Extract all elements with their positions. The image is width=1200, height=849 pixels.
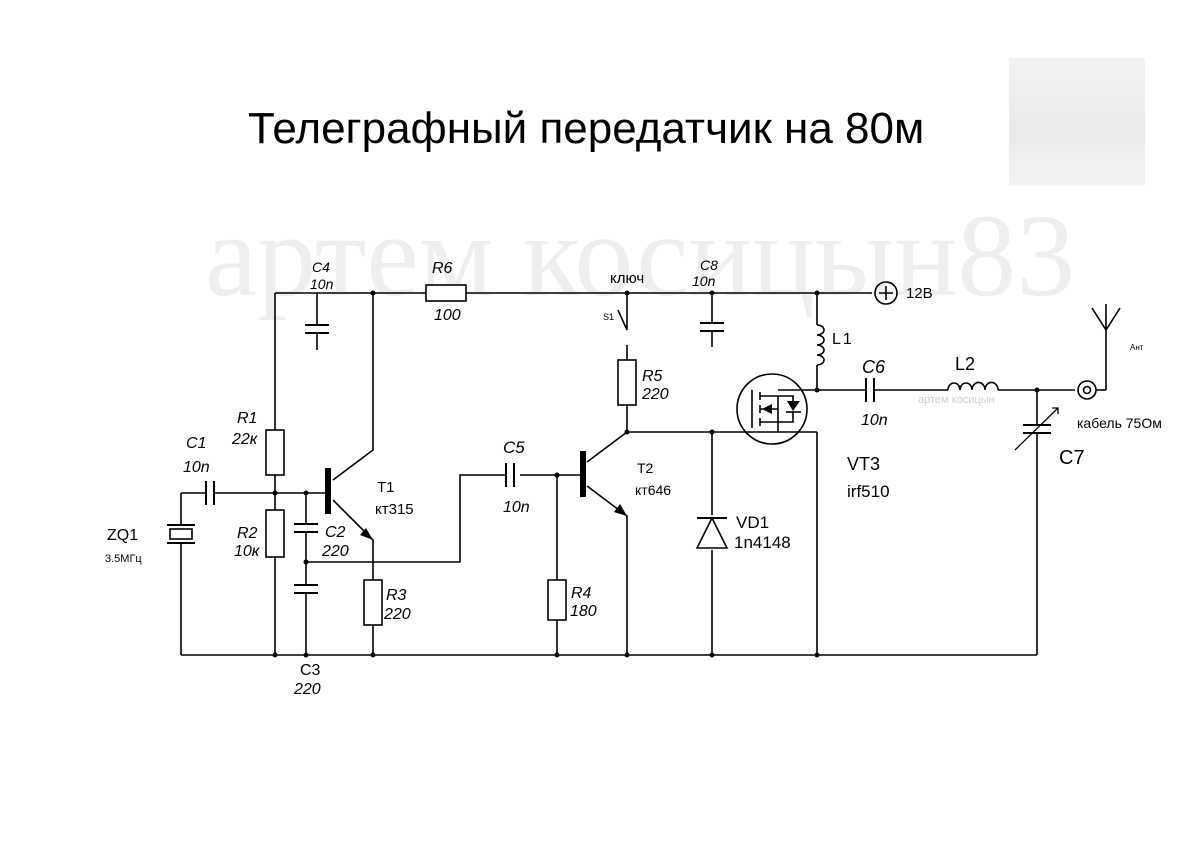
capacitor-c2: [294, 523, 318, 533]
resistor-r1: [265, 429, 285, 476]
label-r2-ref: R2: [237, 525, 258, 542]
label-c6-ref: C6: [862, 357, 886, 377]
antenna-icon: [1091, 304, 1121, 331]
label-c6-value: 10n: [861, 412, 888, 429]
label-r4-ref: R4: [571, 585, 592, 602]
resistor-r5: [617, 359, 637, 406]
label-t2-ref: T2: [637, 460, 654, 476]
label-power: 12В: [906, 285, 933, 302]
label-c1-value: 10n: [183, 459, 210, 476]
label-cable: кабель 75Ом: [1077, 415, 1162, 431]
label-c1-ref: C1: [186, 435, 206, 452]
transistor-t2: [580, 451, 627, 516]
inductor-l2: [947, 381, 999, 391]
label-r5-value: 220: [641, 386, 669, 403]
label-r4-value: 180: [570, 603, 597, 620]
label-c3-ref: C3: [300, 662, 321, 679]
label-r1-ref: R1: [237, 410, 257, 427]
label-r2-value: 10к: [234, 543, 261, 560]
capacitor-c1: [205, 481, 215, 505]
transistor-t1: [325, 468, 373, 540]
mosfet-vt3: [736, 373, 817, 445]
label-vt3-ref: VT3: [847, 454, 880, 474]
label-vd1-value: 1n4148: [734, 533, 791, 552]
label-c2-ref: C2: [325, 524, 346, 541]
label-zq1-ref: ZQ1: [107, 527, 138, 544]
diode-vd1: [695, 516, 729, 549]
resistor-r3: [363, 579, 383, 626]
resistor-r6: [425, 284, 467, 302]
label-c8-ref: C8: [700, 257, 718, 273]
label-r3-ref: R3: [386, 587, 407, 604]
label-t1-ref: T1: [377, 479, 395, 496]
capacitor-c6: [865, 378, 875, 402]
label-s1: S1: [603, 312, 614, 322]
label-c5-value: 10n: [503, 499, 530, 516]
label-c4-ref: C4: [312, 259, 330, 275]
label-r5-ref: R5: [642, 368, 663, 385]
label-r6-ref: R6: [432, 260, 453, 277]
label-vd1-ref: VD1: [736, 513, 769, 532]
capacitor-c8: [700, 322, 724, 332]
label-antenna: Ант: [1130, 343, 1144, 352]
junctions: [272, 290, 1040, 658]
label-r3-value: 220: [383, 606, 411, 623]
label-c4-value: 10n: [310, 276, 334, 292]
label-c7: C7: [1059, 447, 1085, 469]
label-c5-ref: C5: [503, 438, 525, 457]
watermark-small: артем косицын: [918, 394, 995, 406]
watermark: артем косицын83: [205, 190, 1076, 321]
capacitor-c4: [305, 324, 329, 334]
capacitor-c5: [505, 463, 515, 487]
inductor-l1: [816, 324, 825, 366]
capacitor-c7: [1014, 407, 1059, 451]
crystal-zq1: [167, 524, 195, 544]
label-r6-value: 100: [434, 307, 461, 324]
label-c2-value: 220: [321, 543, 349, 560]
label-l1: L1: [832, 331, 854, 348]
resistor-r2: [265, 509, 285, 558]
label-t2-value: кт646: [635, 482, 671, 498]
author-photo: [1009, 58, 1145, 186]
label-c8-value: 10n: [692, 273, 716, 289]
power-terminal: [874, 281, 898, 305]
label-c3-value: 220: [293, 681, 321, 698]
label-t1-value: кт315: [375, 501, 414, 518]
capacitor-c3: [294, 584, 318, 594]
label-vt3-value: irf510: [847, 482, 890, 501]
label-l2: L2: [955, 354, 975, 374]
label-zq1-value: 3.5МГц: [105, 553, 142, 565]
label-key: ключ: [610, 270, 644, 287]
coax-connector: [1077, 380, 1106, 400]
resistor-r4: [547, 579, 567, 621]
page-title: Телеграфный передатчик на 80м: [248, 104, 925, 153]
label-r1-value: 22к: [231, 431, 259, 448]
